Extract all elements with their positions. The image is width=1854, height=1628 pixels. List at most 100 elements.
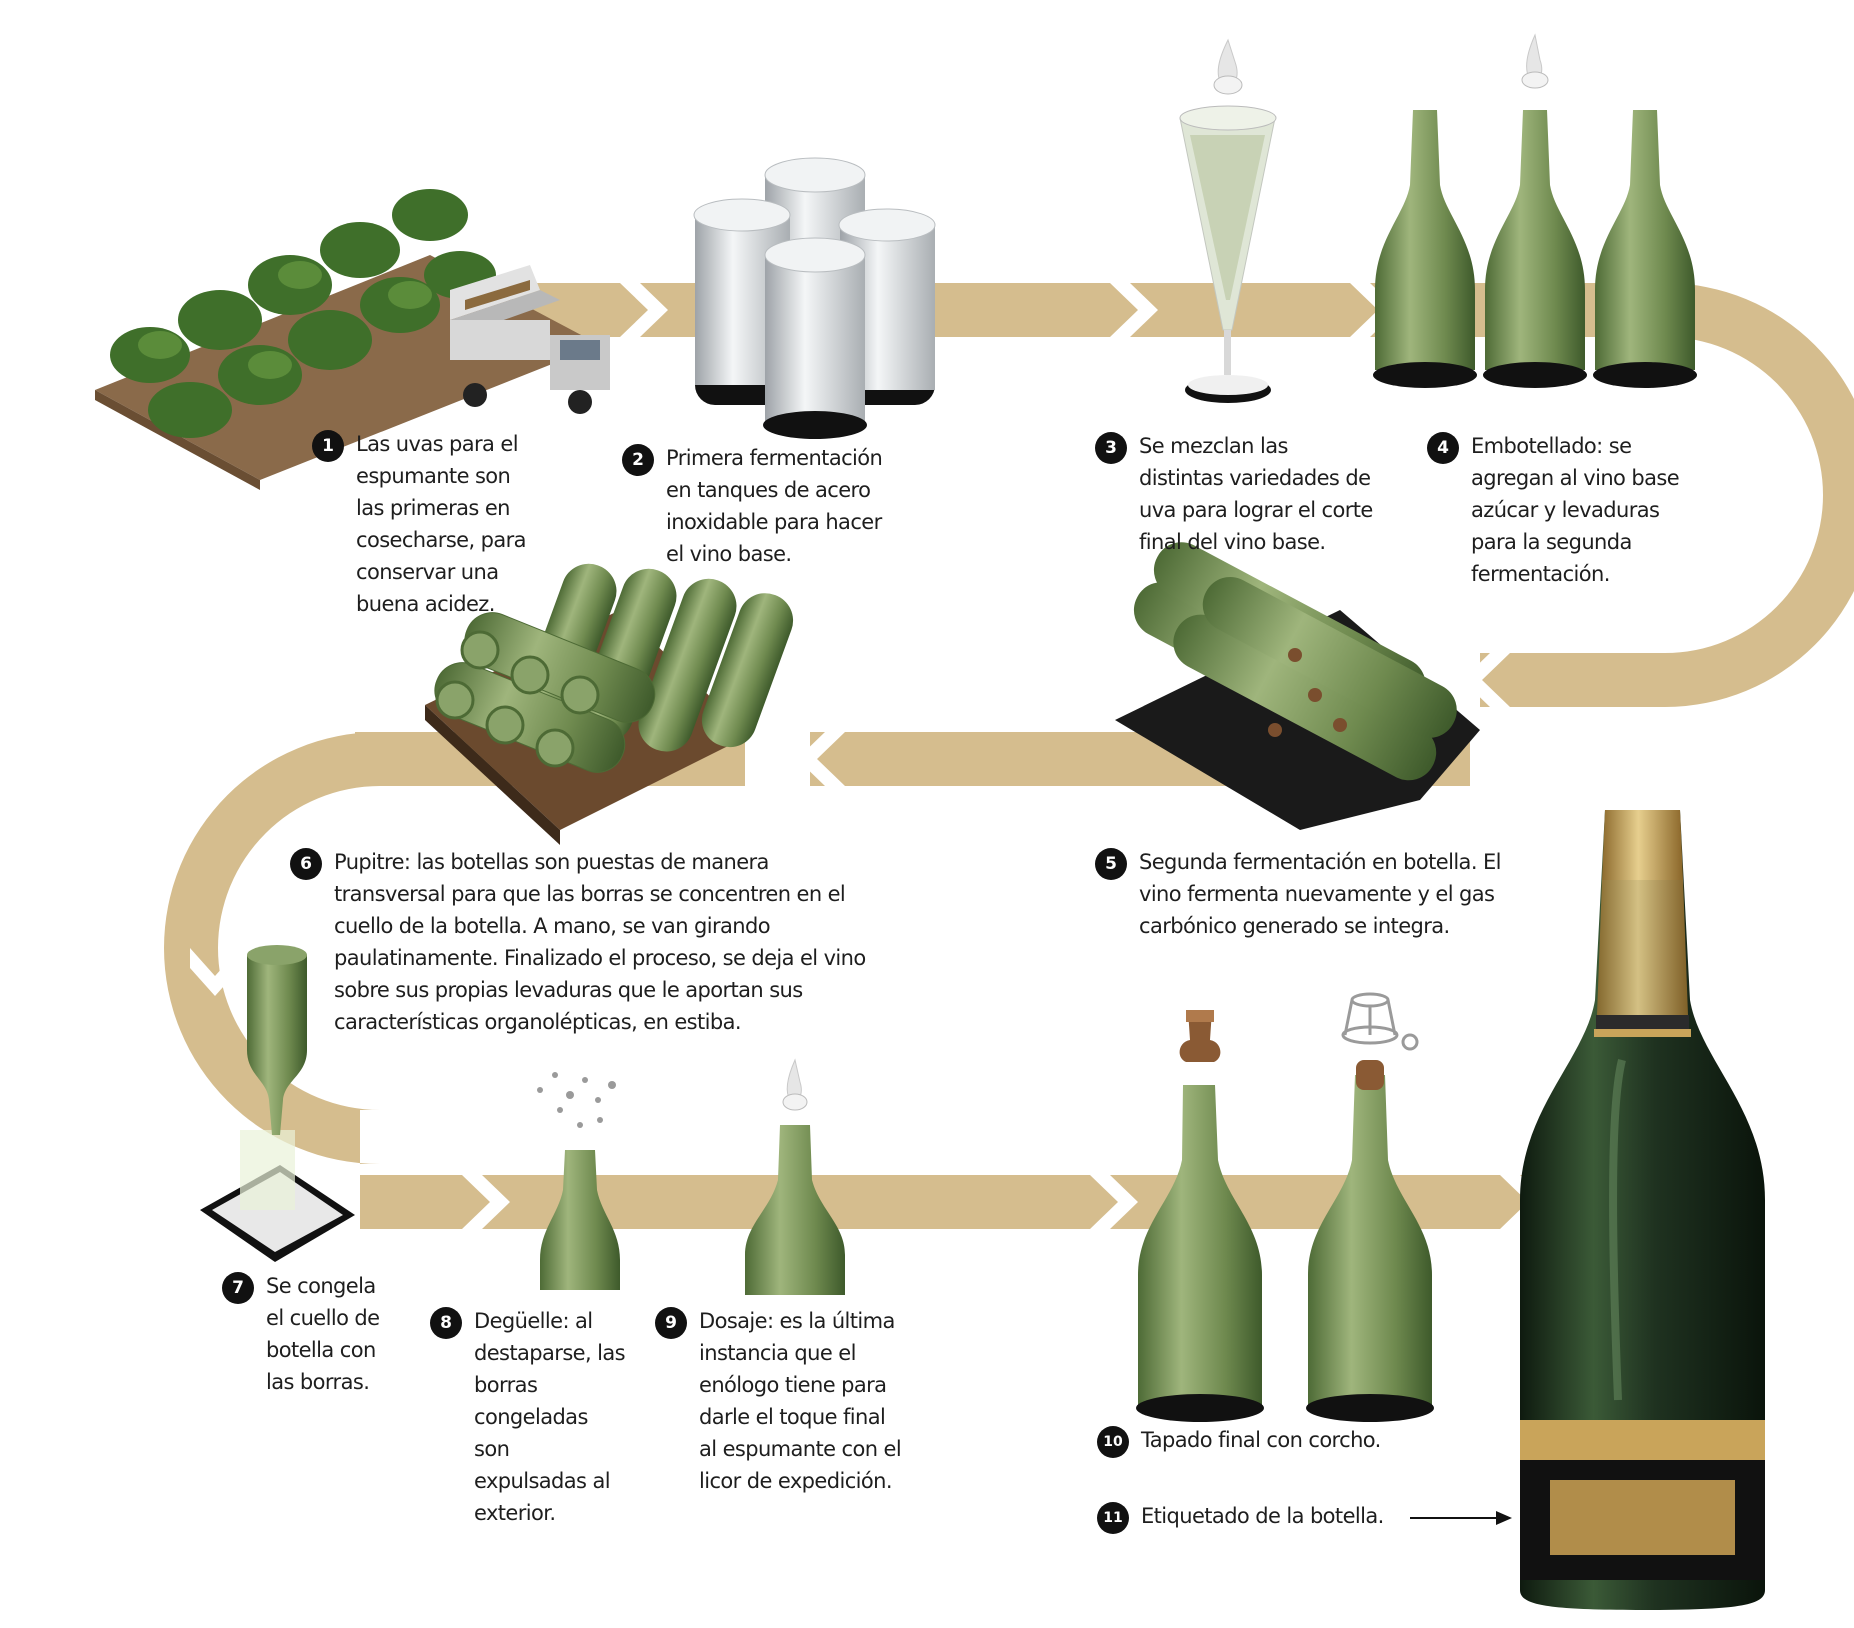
- step-9-badge: 9: [655, 1307, 687, 1339]
- wine-bottle-icon: [1373, 33, 1697, 388]
- step-7: 7 Se congela el cuello de botella con la…: [222, 1270, 380, 1398]
- step-7-line: Se congela: [266, 1274, 376, 1298]
- path-curve-left: [164, 732, 395, 1164]
- wine-bottle-icon: [1136, 1085, 1264, 1422]
- freezing-bottle-icon: [200, 945, 355, 1262]
- step-1-line: buena acidez.: [356, 592, 495, 616]
- champagne-glass-icon: [1179, 38, 1277, 403]
- wire-cage-icon: [1341, 992, 1419, 1051]
- step-3-text: Se mezclan las distintas variedades de u…: [1139, 430, 1373, 558]
- step-4-line: azúcar y levaduras: [1471, 498, 1660, 522]
- step-10-line: Tapado final con corcho.: [1141, 1428, 1381, 1452]
- bottle: [1483, 33, 1587, 388]
- step-5: 5 Segunda fermentación en botella. El vi…: [1095, 846, 1501, 942]
- bottle-stack-icon: [1115, 542, 1480, 830]
- step-8-line: son: [474, 1437, 510, 1461]
- vineyard-truck-icon: [95, 189, 610, 490]
- step-5-line: Segunda fermentación en botella. El: [1139, 850, 1501, 874]
- step-1-line: Las uvas para el: [356, 432, 519, 456]
- step-9-line: darle el toque final: [699, 1405, 886, 1429]
- step-6-line: cuello de la botella. A mano, se van gir…: [334, 914, 771, 938]
- step-10: 10 Tapado final con corcho.: [1097, 1424, 1381, 1458]
- step-4-line: fermentación.: [1471, 562, 1610, 586]
- chevron: [620, 283, 668, 337]
- step-3-line: Se mezclan las: [1139, 434, 1288, 458]
- chevron: [1090, 1175, 1138, 1229]
- bottle: [1373, 110, 1477, 388]
- step-4-text: Embotellado: se agregan al vino base azú…: [1471, 430, 1680, 590]
- step-5-badge: 5: [1095, 848, 1127, 880]
- step-4-line: para la segunda: [1471, 530, 1632, 554]
- step-7-line: botella con: [266, 1338, 376, 1362]
- step-2-line: en tanques de acero: [666, 478, 871, 502]
- step-1-line: cosecharse, para: [356, 528, 527, 552]
- step-6-text: Pupitre: las botellas son puestas de man…: [334, 846, 866, 1038]
- step-10-text: Tapado final con corcho.: [1141, 1424, 1381, 1456]
- step-11-pointer-line: [1410, 1517, 1498, 1519]
- step-5-line: vino fermenta nuevamente y el gas: [1139, 882, 1495, 906]
- chevron: [462, 1175, 510, 1229]
- step-8-line: Degüelle: al: [474, 1309, 593, 1333]
- step-1: 1 Las uvas para el espumante son las pri…: [312, 428, 527, 620]
- step-7-badge: 7: [222, 1272, 254, 1304]
- step-11: 11 Etiquetado de la botella.: [1097, 1500, 1384, 1534]
- step-4: 4 Embotellado: se agregan al vino base a…: [1427, 430, 1680, 590]
- step-4-line: agregan al vino base: [1471, 466, 1680, 490]
- step-6-line: características organolépticas, en estib…: [334, 1010, 742, 1034]
- step-4-line: Embotellado: se: [1471, 434, 1632, 458]
- step-8-badge: 8: [430, 1307, 462, 1339]
- step-11-text: Etiquetado de la botella.: [1141, 1500, 1384, 1532]
- step-11-line: Etiquetado de la botella.: [1141, 1504, 1384, 1528]
- step-9: 9 Dosaje: es la última instancia que el …: [655, 1305, 902, 1497]
- chevron: [190, 948, 240, 996]
- step-9-line: licor de expedición.: [699, 1469, 893, 1493]
- chevron: [1462, 653, 1510, 707]
- steel-tanks-icon: [693, 157, 936, 439]
- step-10-badge: 10: [1097, 1426, 1129, 1458]
- step-8-line: destaparse, las: [474, 1341, 626, 1365]
- step-2: 2 Primera fermentación en tanques de ace…: [622, 442, 883, 570]
- step-6: 6 Pupitre: las botellas son puestas de m…: [290, 846, 866, 1038]
- step-1-text: Las uvas para el espumante son las prime…: [356, 428, 527, 620]
- step-8-line: exterior.: [474, 1501, 556, 1525]
- step-1-line: las primeras en: [356, 496, 510, 520]
- step-8-text: Degüelle: al destaparse, las borras cong…: [474, 1305, 626, 1529]
- step-3-line: distintas variedades de: [1139, 466, 1371, 490]
- step-7-text: Se congela el cuello de botella con las …: [266, 1270, 380, 1398]
- step-3: 3 Se mezclan las distintas variedades de…: [1095, 430, 1373, 558]
- step-8-line: congeladas: [474, 1405, 588, 1429]
- step-5-line: carbónico generado se integra.: [1139, 914, 1450, 938]
- cork-icon: [1179, 1010, 1221, 1062]
- step-7-line: el cuello de: [266, 1306, 380, 1330]
- step-6-line: sobre sus propias levaduras que le aport…: [334, 978, 803, 1002]
- step-2-text: Primera fermentación en tanques de acero…: [666, 442, 883, 570]
- step-2-line: Primera fermentación: [666, 446, 883, 470]
- spray: [537, 1072, 616, 1128]
- path-curve-right: [1480, 283, 1854, 707]
- bottle: [1593, 110, 1697, 388]
- step-9-line: enólogo tiene para: [699, 1373, 887, 1397]
- sparkling-wine-bottle-icon: [1520, 810, 1765, 1610]
- step-2-line: inoxidable para hacer: [666, 510, 882, 534]
- chevron: [797, 732, 845, 786]
- step-4-badge: 4: [1427, 432, 1459, 464]
- pupitre-rack-icon: [425, 563, 794, 845]
- step-1-line: conservar una: [356, 560, 499, 584]
- step-5-text: Segunda fermentación en botella. El vino…: [1139, 846, 1501, 942]
- step-3-line: final del vino base.: [1139, 530, 1326, 554]
- step-8: 8 Degüelle: al destaparse, las borras co…: [430, 1305, 626, 1529]
- step-9-line: instancia que el: [699, 1341, 856, 1365]
- step-8-line: expulsadas al: [474, 1469, 611, 1493]
- step-2-badge: 2: [622, 444, 654, 476]
- step-9-line: Dosaje: es la última: [699, 1309, 895, 1333]
- step-3-line: uva para lograr el corte: [1139, 498, 1373, 522]
- step-11-badge: 11: [1097, 1502, 1129, 1534]
- step-7-line: las borras.: [266, 1370, 370, 1394]
- step-6-line: transversal para que las borras se conce…: [334, 882, 846, 906]
- step-6-badge: 6: [290, 848, 322, 880]
- degorgement-bottle-icon: [537, 1072, 620, 1290]
- chevron: [1110, 283, 1158, 337]
- step-9-text: Dosaje: es la última instancia que el en…: [699, 1305, 902, 1497]
- step-6-line: Pupitre: las botellas son puestas de man…: [334, 850, 769, 874]
